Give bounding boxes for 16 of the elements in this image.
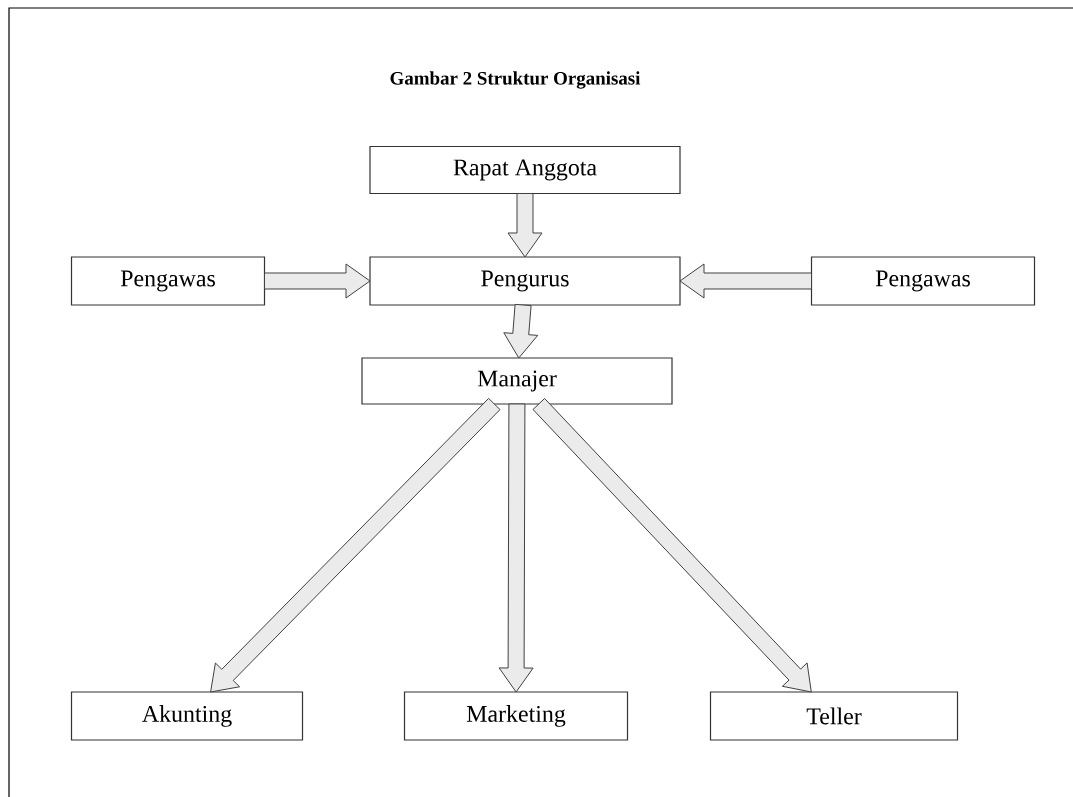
- org-box: Pengurus: [369, 256, 681, 306]
- org-box: Manajer: [361, 357, 673, 405]
- org-box: Rapat Anggota: [369, 145, 681, 195]
- org-box: Marketing: [403, 691, 629, 741]
- block-arrow: [498, 403, 534, 693]
- org-box: Akunting: [70, 691, 304, 741]
- block-arrow: [679, 263, 812, 299]
- org-box: Pengawas: [70, 256, 266, 306]
- block-arrow: [503, 303, 539, 359]
- org-box: Teller: [709, 691, 959, 741]
- block-arrow: [532, 398, 812, 693]
- block-arrow: [210, 397, 501, 693]
- title: Gambar 2 Struktur Organisasi: [390, 71, 641, 89]
- org-box: Pengawas: [810, 256, 1036, 306]
- block-arrow: [264, 263, 371, 299]
- block-arrow: [507, 193, 543, 258]
